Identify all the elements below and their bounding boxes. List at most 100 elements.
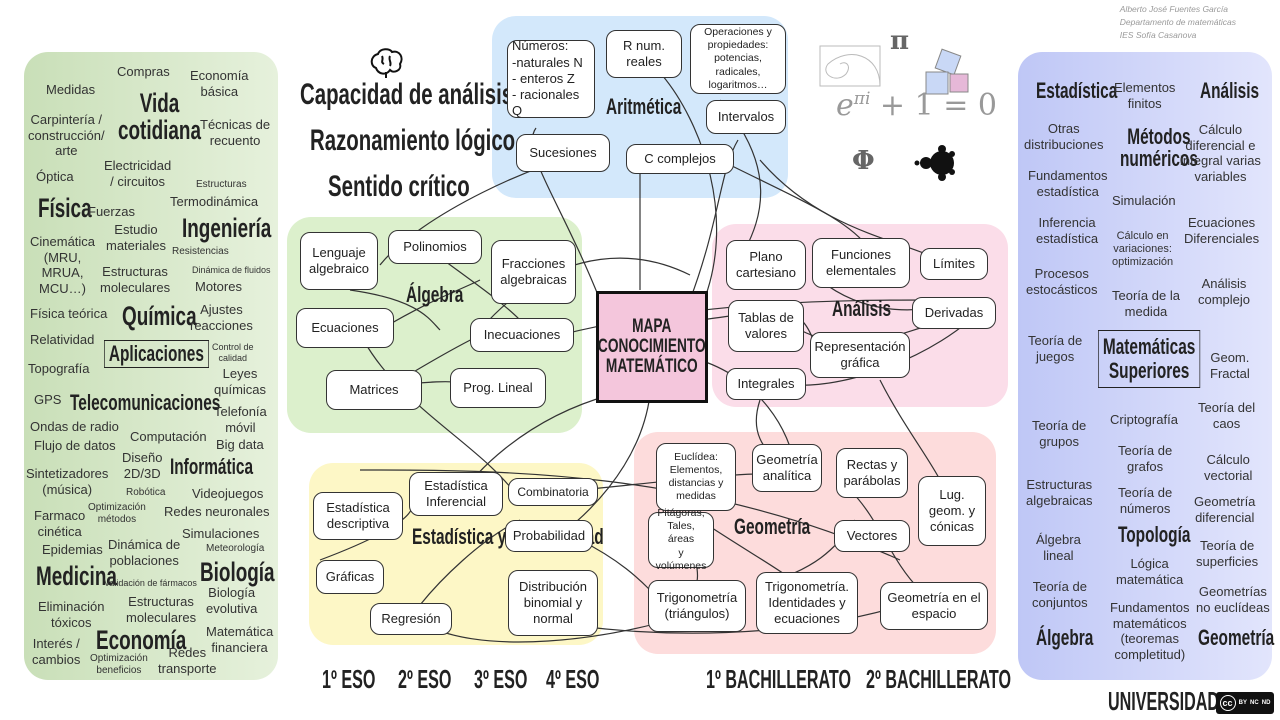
app-term: Diseño 2D/3D [122,450,163,481]
app-term: Computación [130,429,207,444]
app-term: Ajustes reacciones [190,302,253,333]
credit-department: Departamento de matemáticas [1119,16,1236,27]
app-term: Biología evolutiva [206,585,258,616]
pythagoras-node: Pitágoras, Tales, áreas y volúmenes [648,507,714,572]
euler-exponent: πi [853,89,871,109]
cc-nc-label: NC [1250,700,1259,706]
app-term: GPS [34,392,62,407]
app-term: Farmaco cinética [34,508,86,539]
sup-term: Geometría diferencial [1194,494,1256,525]
app-term: Epidemias [42,542,103,557]
app-term: Estructuras moleculares [100,264,171,295]
geometry-title: Geometría [734,514,811,539]
numbers-node: Números: -naturales N - enteros Z - raci… [507,38,595,118]
analytic-geometry-node: Geometría analítica [752,444,822,492]
inequations-node: Inecuaciones [470,318,574,352]
phi-symbol: Φ [852,146,875,176]
app-term: Relatividad [30,332,95,347]
sup-term: Lógica matemática [1116,556,1184,587]
sup-term: Geometrías no euclídeas [1196,584,1270,615]
app-term: Ondas de radio [30,419,119,434]
app-term: Estudio materiales [106,222,166,253]
app-term: Estructuras [196,179,247,190]
level-1-bachillerato: 1º BACHILLERATO [706,664,852,694]
graph-representation-node: Representación gráfica [810,332,910,378]
derivatives-node: Derivadas [912,297,996,329]
sup-term: Teoría de superficies [1196,538,1259,569]
sup-term: Elementos finitos [1114,80,1176,111]
cc-license-badge[interactable]: cc BY NC ND [1216,692,1274,714]
sequences-node: Sucesiones [516,134,610,172]
sup-term-geometry: Geometría [1198,625,1275,650]
golden-spiral-icon [819,45,881,87]
app-term: Técnicas de recuento [200,117,271,148]
app-term: Validación de fármacos [104,578,197,588]
app-term-economy: Economía [96,625,187,655]
app-term: Videojuegos [192,486,264,501]
integrals-node: Integrales [726,368,806,400]
descriptive-statistics-node: Estadística descriptiva [313,492,403,540]
app-term: Telefonía móvil [214,404,267,435]
app-term: Matemática financiera [206,624,274,655]
sup-term: Ecuaciones Diferenciales [1184,215,1260,246]
charts-node: Gráficas [316,560,384,594]
cartesian-plane-node: Plano cartesiano [726,240,806,290]
app-term: Flujo de datos [34,438,116,453]
lines-parabolas-node: Rectas y parábolas [836,448,908,498]
app-term: Optimización beneficios [90,653,148,676]
app-term-life: Vida cotidiana [118,88,201,145]
space-geometry-node: Geometría en el espacio [880,582,988,630]
real-numbers-node: R num. reales [606,30,682,78]
sup-term: Análisis complejo [1198,276,1251,307]
mandelbrot-icon [914,145,955,181]
central-map-label: MAPA CONOCIMIENTO MATEMÁTICO [598,316,706,377]
sup-term: Criptografía [1110,412,1178,427]
app-term: Simulaciones [182,526,260,541]
app-term: Física teórica [30,306,108,321]
functions-node: Funciones elementales [812,238,910,288]
algebra-title: Álgebra [406,282,464,307]
app-term: Control de calidad [212,342,254,363]
arithmetic-title: Aritmética [606,94,682,119]
app-term: Big data [216,437,264,452]
app-term: Eliminación tóxicos [38,599,105,630]
sup-term: Inferencia estadística [1036,215,1099,246]
app-term: Economía básica [190,68,249,99]
regression-node: Regresión [370,603,452,635]
analysis-title: Análisis [832,296,892,321]
sup-term-numeric: Métodos numéricos [1120,124,1198,171]
combinatorics-node: Combinatoria [508,478,598,506]
conics-node: Lug. geom. y cónicas [918,476,986,546]
capacity-reasoning: Razonamiento lógico [310,124,516,157]
sup-term: Cálculo diferencial e integral varias va… [1180,122,1261,184]
sup-term: Cálculo en variaciones: optimización [1112,230,1174,269]
app-term: Carpintería / construcción/ arte [28,112,105,159]
euler-e: e [836,88,854,123]
sup-term: Teoría de números [1118,485,1173,516]
sup-term: Estructuras algebraicas [1026,477,1093,508]
level-4-eso: 4º ESO [546,664,600,694]
app-term: Topografía [28,361,90,376]
pythagoras-squares-icon [925,48,969,95]
intervals-node: Intervalos [706,100,786,134]
vectors-node: Vectores [834,520,910,552]
app-term: Motores [195,279,242,294]
applications-panel [24,52,278,680]
app-term: Termodinámica [170,194,259,209]
inferential-statistics-node: Estadística Inferencial [409,472,503,516]
polynomials-node: Polinomios [388,230,482,264]
complex-node: C complejos [626,144,734,174]
matrices-node: Matrices [326,370,422,410]
app-term: Redes transporte [158,645,217,676]
app-term: Robótica [126,487,166,498]
sup-term-topology: Topología [1118,522,1191,547]
app-term-medicine: Medicina [36,561,117,591]
applications-title: Aplicaciones [104,340,209,369]
level-1-eso: 1º ESO [322,664,376,694]
app-term: Dinámica de fluidos [192,265,271,275]
app-term: Medidas [46,82,96,97]
operations-node: Operaciones y propiedades: potencias, ra… [690,24,786,94]
pi-symbol: π [890,26,910,56]
app-term-telecom: Telecomunicaciones [70,390,221,415]
app-term: Resistencias [172,246,229,257]
